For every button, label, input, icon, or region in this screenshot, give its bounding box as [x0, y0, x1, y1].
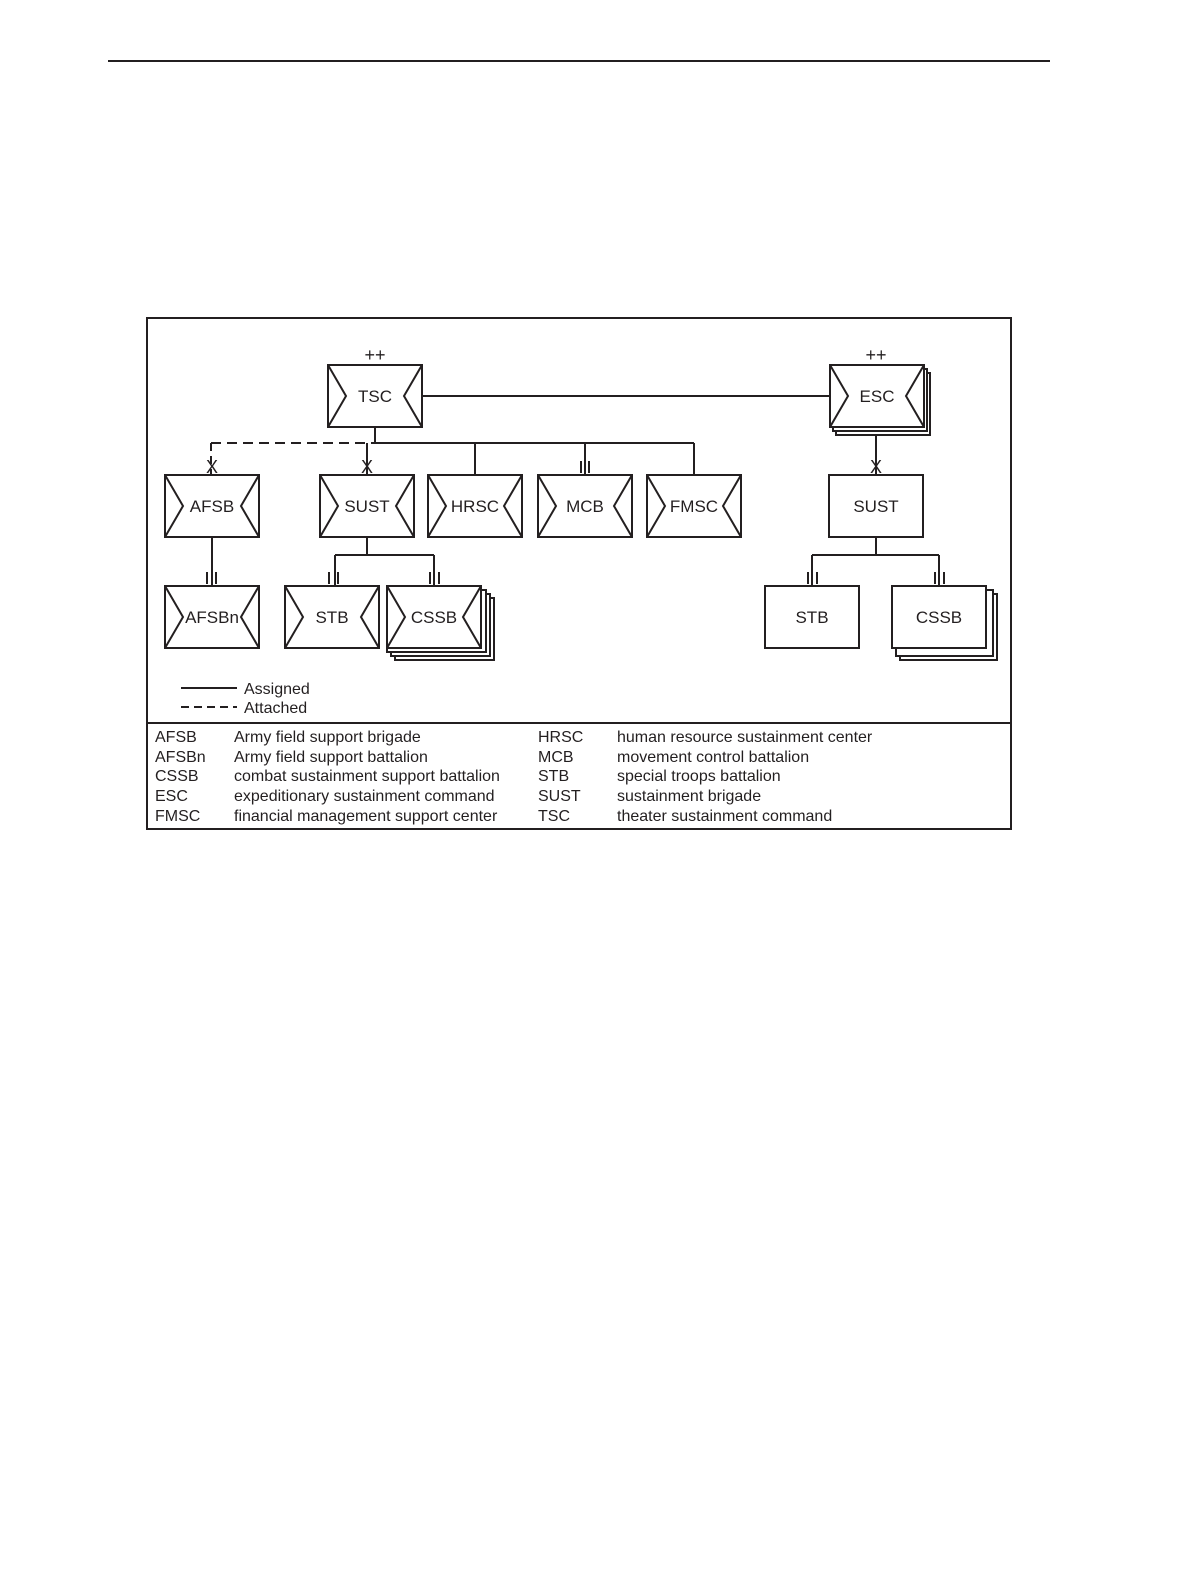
sust-tsc-echelon: X	[361, 457, 373, 477]
stb-tsc-label: STB	[315, 608, 348, 627]
sust-esc-echelon: X	[870, 457, 882, 477]
legend: Assigned Attached	[181, 681, 310, 717]
echelon-symbols: ++ ++ X X X	[206, 345, 945, 584]
cssb-esc-unit: CSSB	[891, 585, 998, 661]
glossary-abbr: AFSBn	[155, 748, 206, 766]
stb-esc-unit: STB	[764, 585, 860, 649]
org-chart-figure: ++ ++ X X X TSC ESC	[146, 317, 1012, 830]
glossary-definition: sustainment brigade	[617, 788, 762, 806]
glossary-abbr: MCB	[538, 748, 574, 766]
legend-attached-label: Attached	[244, 700, 307, 717]
afsb-echelon: X	[206, 457, 218, 477]
fmsc-unit: FMSC	[646, 474, 742, 538]
tsc-unit: TSC	[327, 364, 423, 428]
esc-label: ESC	[860, 387, 895, 406]
glossary-abbr: STB	[538, 768, 570, 786]
esc-unit: ESC	[829, 364, 931, 436]
stb-esc-label: STB	[795, 608, 828, 627]
mcb-label: MCB	[566, 497, 604, 516]
hrsc-label: HRSC	[451, 497, 499, 516]
glossary-abbr: TSC	[538, 807, 570, 825]
org-chart-diagram: ++ ++ X X X TSC ESC	[164, 345, 998, 717]
glossary-definition: combat sustainment support battalion	[234, 768, 500, 786]
cssb-tsc-label: CSSB	[411, 608, 457, 627]
glossary-definition: special troops battalion	[617, 768, 781, 786]
sust-esc-label: SUST	[853, 497, 898, 516]
glossary-definition: human resource sustainment center	[617, 729, 873, 746]
glossary-abbr: ESC	[155, 788, 188, 806]
connectors	[210, 395, 940, 585]
page-header-rule	[108, 60, 1050, 62]
glossary-abbr: SUST	[538, 788, 581, 806]
afsbn-echelon	[206, 572, 217, 584]
afsb-unit: AFSB	[164, 474, 260, 538]
esc-echelon: ++	[865, 345, 886, 365]
glossary-definition: Army field support brigade	[234, 729, 421, 746]
glossary-definition: Army field support battalion	[234, 748, 428, 766]
stb-tsc-echelon	[328, 572, 339, 584]
mcb-unit: MCB	[537, 474, 633, 538]
sust-tsc-label: SUST	[344, 497, 389, 516]
stb-esc-echelon	[807, 572, 818, 584]
sust-esc-unit: SUST	[828, 474, 924, 538]
cssb-esc-echelon	[934, 572, 945, 584]
stb-tsc-unit: STB	[284, 585, 380, 649]
afsbn-label: AFSBn	[185, 608, 239, 627]
glossary-abbr: FMSC	[155, 807, 201, 825]
glossary-definition: theater sustainment command	[617, 807, 833, 825]
hrsc-unit: HRSC	[427, 474, 523, 538]
glossary-definition: movement control battalion	[617, 748, 810, 766]
glossary: AFSB Army field support brigade AFSBn Army…	[148, 722, 1010, 830]
cssb-tsc-echelon	[429, 572, 440, 584]
legend-assigned-label: Assigned	[244, 681, 310, 698]
mcb-echelon	[580, 461, 590, 473]
glossary-definition: expeditionary sustainment command	[234, 788, 495, 806]
sust-tsc-unit: SUST	[319, 474, 415, 538]
glossary-abbr: CSSB	[155, 768, 199, 786]
tsc-echelon: ++	[364, 345, 385, 365]
tsc-label: TSC	[358, 387, 392, 406]
cssb-esc-label: CSSB	[916, 608, 962, 627]
glossary-abbr: AFSB	[155, 729, 197, 746]
fmsc-label: FMSC	[670, 497, 718, 516]
afsbn-unit: AFSBn	[164, 585, 260, 649]
afsb-label: AFSB	[190, 497, 234, 516]
glossary-definition: financial management support center	[234, 807, 498, 825]
glossary-abbr: HRSC	[538, 729, 584, 746]
cssb-tsc-unit: CSSB	[386, 585, 495, 661]
